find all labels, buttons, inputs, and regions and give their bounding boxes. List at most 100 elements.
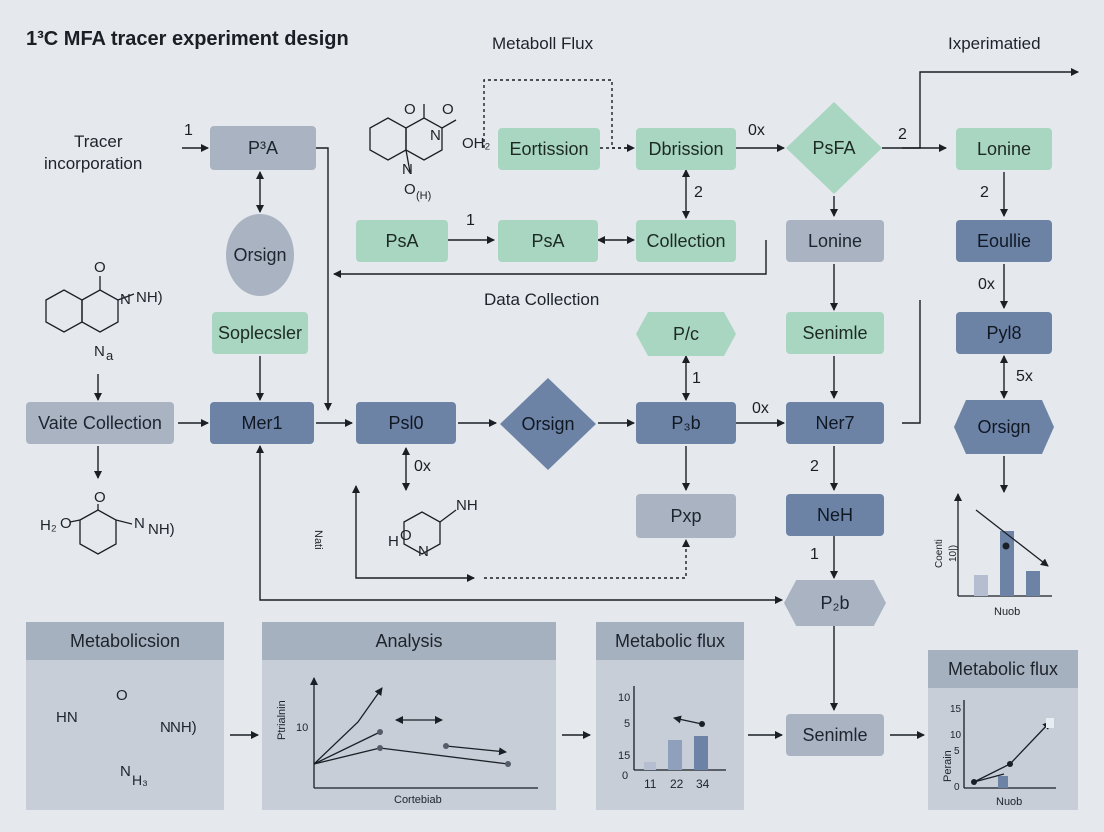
m5-atom-nh: NH) (170, 719, 197, 736)
data-collection-label: Data Collection (484, 290, 600, 309)
m5-atom-n: N (160, 719, 171, 736)
analysis-chart (310, 677, 538, 789)
molecule-3-icon (69, 504, 133, 555)
molecule-2-icon (45, 276, 135, 333)
analysis-xlabel: Cortebiab (394, 794, 442, 806)
bottom-chart-xlabel: Nuob (996, 796, 1023, 808)
edge-label-5: 1 (466, 212, 475, 229)
m5-atom-o: O (116, 687, 128, 704)
node-mer1[interactable]: Mer1 (210, 402, 314, 444)
analysis-ytick: 10 (296, 722, 309, 734)
m3-atom-o2: O (60, 515, 72, 532)
node-orsign-right[interactable]: Orsign (954, 400, 1054, 454)
node-psl0[interactable]: Psl0 (356, 402, 456, 444)
edge-label-9: 0x (752, 400, 769, 417)
node-p3a[interactable]: P³A (210, 126, 316, 170)
arrow-mer1-to-p2b (256, 445, 783, 604)
flux-bar-2 (668, 740, 682, 770)
flux-xtick-1: 11 (644, 777, 657, 791)
flux-ytick-3: 15 (618, 750, 631, 762)
node-pyl8[interactable]: Pyl8 (956, 312, 1052, 354)
node-eoullie[interactable]: Eoullie (956, 220, 1052, 262)
node-vaite-collection[interactable]: Vaite Collection (26, 402, 174, 444)
bottom-chart-ytick-2: 10 (950, 730, 962, 741)
m1-atom-o1: O (404, 101, 416, 118)
panel-analysis-title: Analysis (262, 622, 556, 660)
m1-atom-o3: O (404, 181, 416, 198)
molecule-4-icon (403, 509, 457, 555)
flux-line-chart (963, 700, 1056, 789)
m1-atom-n1: N (430, 127, 441, 144)
flux-ytick-2: 5 (624, 718, 631, 730)
node-eortission[interactable]: Eortission (498, 128, 600, 170)
node-psa-1[interactable]: PsA (356, 220, 448, 262)
center-heading: Metaboll Flux (492, 34, 594, 53)
edge-label-10: 1 (692, 370, 701, 387)
m2-atom-n1: N (120, 291, 131, 308)
m1-atom-n2: N (402, 161, 413, 178)
node-ner7[interactable]: Ner7 (786, 402, 884, 444)
node-soplecsler[interactable]: Soplecsler (212, 312, 308, 354)
edge-label-3: 2 (898, 126, 907, 143)
panel-metabolicsion: Metabolicsion (26, 622, 224, 810)
right-chart-ytick: 10|) (948, 544, 959, 562)
right-heading: Ixperimatied (948, 34, 1041, 53)
arrow-p3a-to-mer1 (316, 147, 332, 411)
m2-atom-n2: N (94, 343, 105, 360)
m3-atom-o: O (94, 489, 106, 506)
bottom-chart-ytick-4: 0 (954, 782, 960, 793)
m3-atom-h2: H₂ (40, 517, 57, 534)
m1-atom-o2: O (442, 101, 454, 118)
tracer-label: Tracer (74, 132, 123, 151)
bottom-chart-ytick-1: 15 (950, 704, 962, 715)
node-p2b[interactable]: P₂b (784, 580, 886, 626)
m4-atom-o: O (400, 527, 412, 544)
m5-atom-hn: HN (56, 709, 78, 726)
m2-atom-nh: NH) (136, 289, 163, 306)
edge-label-1: 1 (184, 122, 193, 139)
m5-atom-n2: N (120, 763, 131, 780)
right-chart-bar-2 (1000, 531, 1014, 596)
arrow-to-experimentied (902, 68, 1079, 149)
edge-label-11: 0x (414, 458, 431, 475)
m4-side-label: Nati (312, 530, 324, 550)
node-plc[interactable]: P/c (636, 312, 736, 356)
right-chart-xlabel: Nuob (994, 606, 1021, 618)
edge-label-6: 2 (980, 184, 989, 201)
molecule-1-icon (369, 104, 457, 173)
node-lonine-mid[interactable]: Lonine (786, 220, 884, 262)
node-p3b[interactable]: P₃b (636, 402, 736, 444)
node-senimle-mid[interactable]: Senimle (786, 312, 884, 354)
flux-xtick-3: 34 (696, 777, 710, 791)
edge-label-13: 1 (810, 546, 819, 563)
m5-atom-h3: H₃ (132, 772, 148, 788)
node-dbrission[interactable]: Dbrission (636, 128, 736, 170)
panel-metabolic-flux-2-title: Metabolic flux (928, 650, 1078, 688)
m1-atom-oh2: OH₂ (462, 135, 491, 152)
panel-analysis: Analysis Ptrialnin 10 Cortebiab (262, 622, 556, 810)
m4-atom-n: N (418, 543, 429, 560)
node-pxp[interactable]: Pxp (636, 494, 736, 538)
node-collection[interactable]: Collection (636, 220, 736, 262)
flux-ytick-4: 0 (622, 770, 629, 782)
m4-atom-nh: NH (456, 497, 478, 514)
edge-label-4: 2 (694, 184, 703, 201)
node-neh[interactable]: NeH (786, 494, 884, 536)
edge-label-7: 0x (978, 276, 995, 293)
edge-label-12: 2 (810, 458, 819, 475)
node-senimle-bottom[interactable]: Senimle (786, 714, 884, 756)
m2-atom-a: a (106, 348, 114, 363)
flux-xtick-2: 22 (670, 777, 684, 791)
node-lonine-right[interactable]: Lonine (956, 128, 1052, 170)
flux-ytick-1: 10 (618, 692, 631, 704)
node-psa-2[interactable]: PsA (498, 220, 598, 262)
m3-atom-nh: NH) (148, 521, 175, 538)
edge-label-8: 5x (1016, 368, 1033, 385)
node-orsign-left[interactable]: Orsign (226, 214, 294, 296)
bottom-chart-ytick-3: 5 (954, 746, 960, 757)
flux-bar-3 (694, 736, 708, 770)
right-mini-chart (954, 493, 1052, 597)
edge-label-2: 0x (748, 122, 765, 139)
panel-metabolic-flux-title: Metabolic flux (596, 622, 744, 660)
